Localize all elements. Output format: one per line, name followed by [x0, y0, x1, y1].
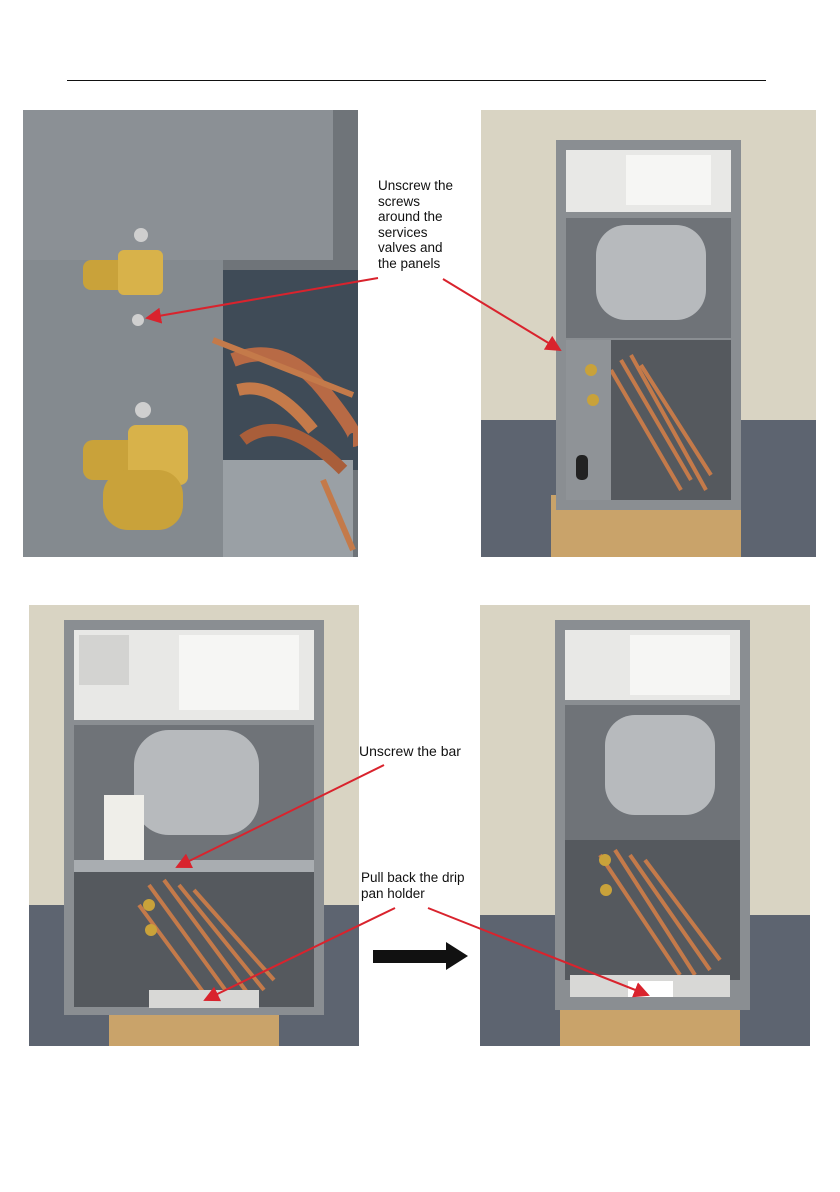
photo-service-valves — [23, 110, 358, 557]
photo-unit-panels — [481, 110, 816, 557]
caption-unscrew-bar: Unscrew the bar — [359, 744, 461, 760]
photo-drip-pan-pulled — [480, 605, 810, 1046]
caption-pull-drip-pan: Pull back the drip pan holder — [361, 870, 465, 901]
header-rule — [67, 80, 766, 81]
photo-unit-open — [29, 605, 359, 1046]
next-step-arrow — [373, 942, 468, 970]
caption-unscrew-screws: Unscrew the screws around the services v… — [378, 178, 453, 271]
